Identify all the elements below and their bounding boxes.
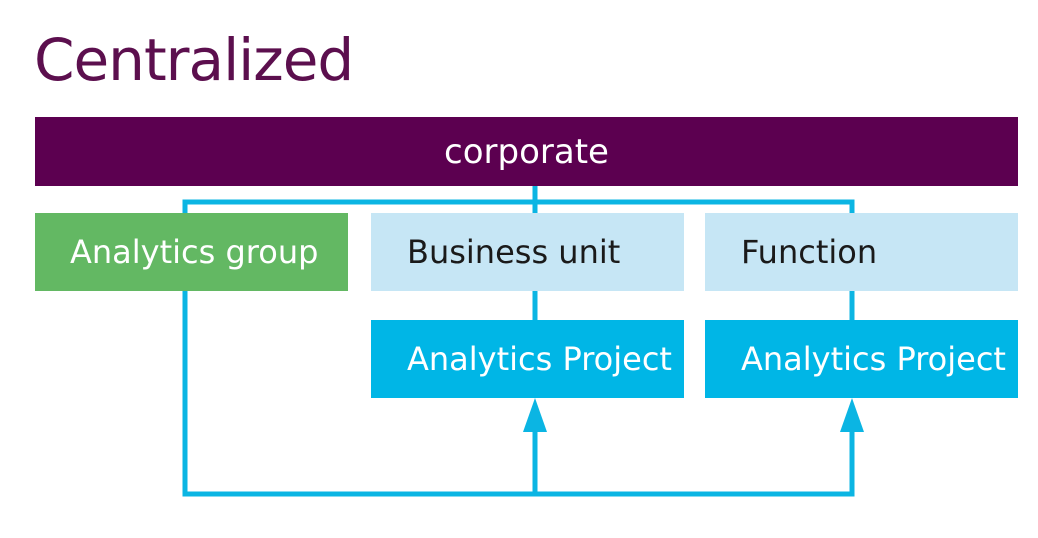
analytics-group-label: Analytics group: [70, 233, 319, 271]
function-label: Function: [741, 233, 878, 271]
diagram-title: Centralized: [34, 26, 354, 94]
arrow-head-function: [840, 398, 864, 432]
analytics-group-node: Analytics group: [35, 213, 348, 291]
arrow-head-business-unit: [523, 398, 547, 432]
business-unit-project-label: Analytics Project: [407, 340, 672, 378]
business-unit-label: Business unit: [407, 233, 621, 271]
corporate-label: corporate: [444, 131, 609, 172]
function-project-label: Analytics Project: [741, 340, 1006, 378]
corporate-node: corporate: [35, 117, 1018, 186]
function-node: Function: [705, 213, 1018, 291]
function-project-node: Analytics Project: [705, 320, 1018, 398]
business-unit-project-node: Analytics Project: [371, 320, 684, 398]
business-unit-node: Business unit: [371, 213, 684, 291]
